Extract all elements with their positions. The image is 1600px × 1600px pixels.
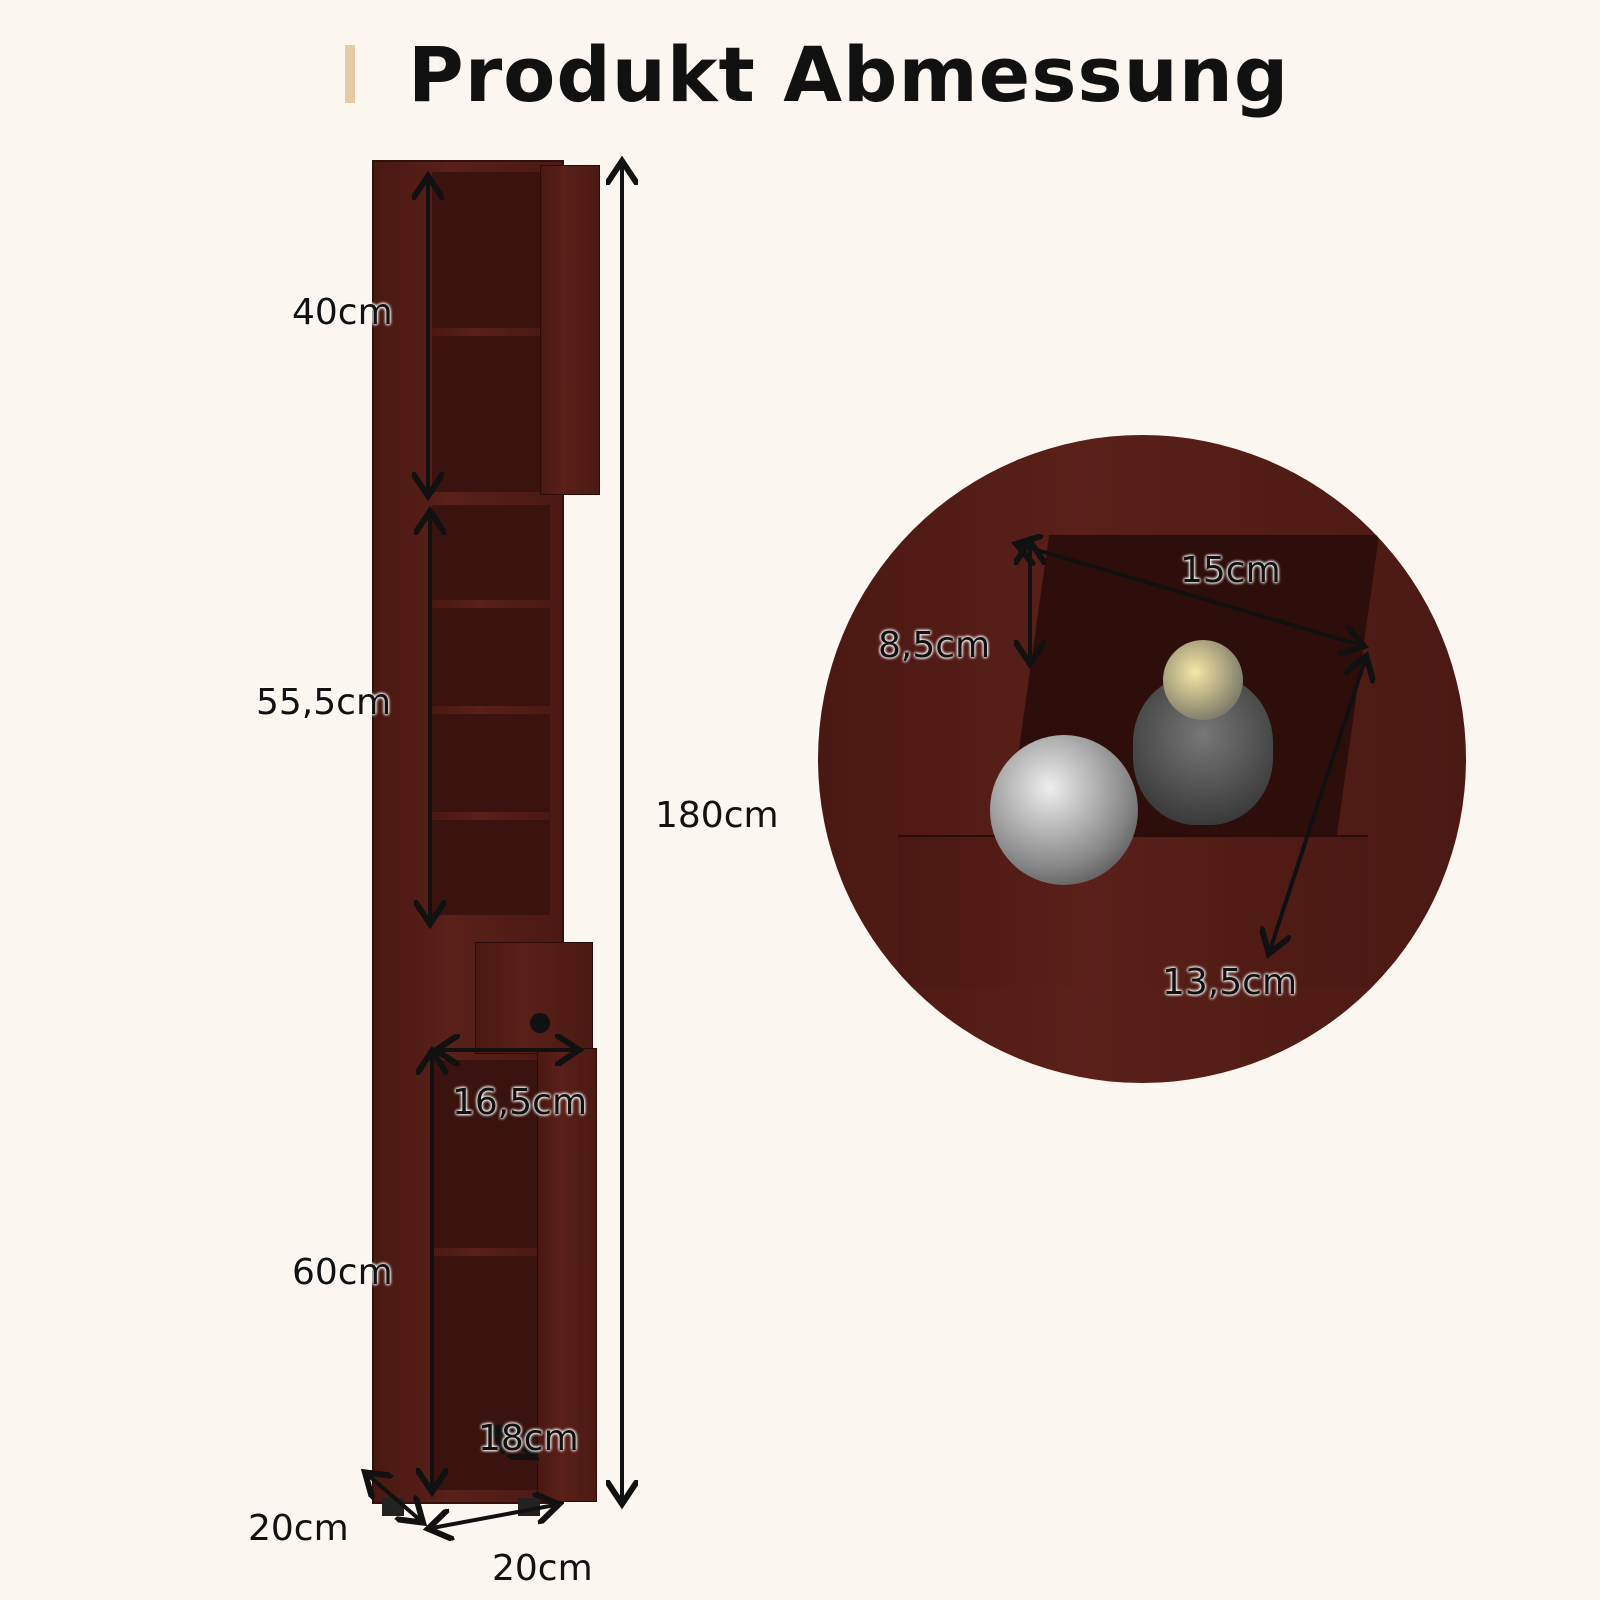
label-top-section: 40cm <box>292 292 393 333</box>
label-drawer-width: 16,5cm <box>452 1082 588 1123</box>
top-door-open <box>540 165 600 495</box>
label-middle-section: 55,5cm <box>256 682 392 723</box>
label-detail-height: 8,5cm <box>878 625 991 666</box>
label-width: 20cm <box>492 1548 593 1589</box>
vase-icon <box>990 735 1138 885</box>
shelf <box>432 812 550 820</box>
label-detail-depth: 13,5cm <box>1162 962 1298 1003</box>
label-total-height: 180cm <box>655 795 779 836</box>
shelf <box>432 1248 537 1256</box>
arrow-depth <box>368 1475 420 1520</box>
arrow-detail-length <box>1020 545 1360 645</box>
arrow-inner-depth <box>497 1430 532 1455</box>
shelf <box>432 600 550 608</box>
cabinet-interior-bottom <box>432 1060 537 1490</box>
arrow-detail-depth <box>1270 660 1365 950</box>
label-inner-depth: 18cm <box>478 1418 579 1459</box>
page-title: Produkt Abmessung <box>408 30 1290 119</box>
drawer-knob <box>530 1013 550 1033</box>
arrow-width <box>432 1505 555 1528</box>
shelf <box>432 706 550 714</box>
bottom-door-open <box>537 1048 597 1502</box>
label-detail-length: 15cm <box>1180 550 1281 591</box>
label-depth: 20cm <box>248 1508 349 1549</box>
title-accent-bar <box>345 45 355 103</box>
label-bottom-section: 60cm <box>292 1252 393 1293</box>
shelf <box>432 328 542 336</box>
